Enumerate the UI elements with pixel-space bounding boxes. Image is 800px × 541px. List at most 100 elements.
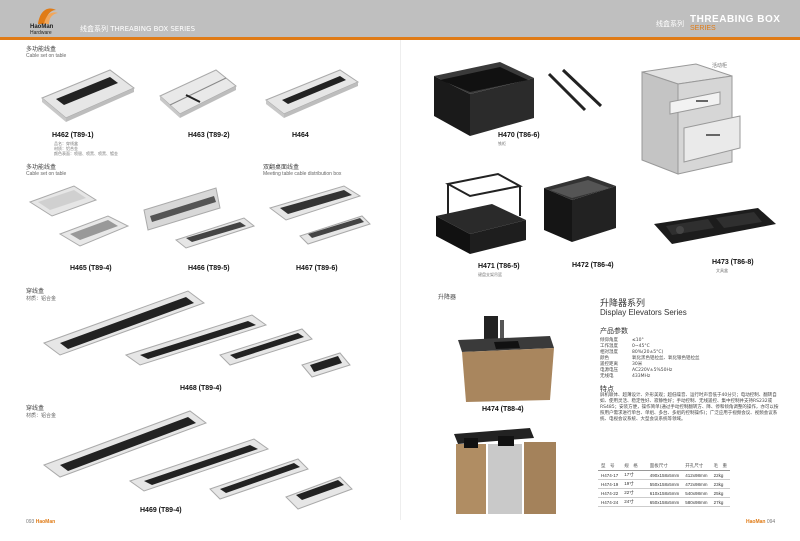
product-image-h474-group: [454, 428, 556, 514]
section-heading-5: 穿线盒 材质：铝合金: [26, 405, 56, 419]
param-row: 无线电 433MHz: [600, 374, 700, 380]
table-cell: [640, 488, 647, 498]
footer-brand: HaoMan: [35, 519, 56, 525]
table-cell: H474-22: [598, 488, 622, 498]
product-code-h468: H468 (T89-4): [180, 385, 222, 392]
param-value: ≤10°: [632, 338, 644, 343]
param-key: 相对湿度: [600, 350, 618, 355]
product-code-h472: H472 (T86-4): [572, 262, 614, 269]
table-cell: [640, 497, 647, 507]
section-heading-3: 双翻桌面线盒 Meeting table cable distribution …: [263, 164, 341, 177]
table-cell: 22kg: [710, 470, 731, 480]
product-code-h469: H469 (T89-4): [140, 507, 182, 514]
haoman-logo-icon: [38, 8, 58, 24]
elevator-title: 升降器系列: [600, 299, 646, 309]
product-code-h474: H474 (T88-4): [482, 406, 524, 413]
param-row: 相对湿度 80%(20±5°C): [600, 350, 700, 356]
param-row: 电源电压 AC220V±5%50Hz: [600, 368, 700, 374]
section-title: 穿线盒: [26, 288, 45, 295]
spec-header: 规 格: [621, 462, 641, 471]
table-row: H474-24 24寸 650x158x5mm 580x98mm 27kg: [598, 497, 731, 507]
section-subtitle: Cable set on table: [26, 171, 67, 177]
header-right-title: THREABING BOX: [690, 14, 781, 25]
param-value: AC220V±5%50Hz: [632, 368, 673, 373]
spec-header: [640, 462, 647, 471]
section-heading-6: 升降器: [438, 294, 457, 301]
section-title: 多功能线盒: [26, 164, 57, 171]
elevator-title-en: Display Elevators Series: [600, 308, 687, 317]
section-subtitle: Cable set on table: [26, 53, 67, 59]
footer-brand: HaoMan: [746, 519, 766, 525]
table-cell: 472x98mm: [682, 479, 711, 489]
features-title: 特点: [600, 385, 614, 393]
param-value: 30米: [632, 362, 643, 367]
section-heading-2: 多功能线盒 Cable set on table: [26, 164, 66, 177]
table-row: H474-17 17寸 490x158x5mm 412x98mm 22kg: [598, 470, 731, 480]
spec-header: 面板尺寸: [646, 462, 683, 471]
spec-table: 型 号 规 格 面板尺寸 开孔尺寸 毛 重 H474-17 17寸 490x15…: [598, 462, 731, 507]
table-cell: 27kg: [710, 497, 731, 507]
page-number: 094: [766, 519, 776, 525]
note-line: 材质：铝合金: [54, 146, 78, 151]
product-image-h474: [458, 316, 554, 402]
table-cell: H474-17: [598, 470, 622, 480]
table-cell: 550x158x5mm: [646, 479, 683, 489]
product-code-h463: H463 (T89-2): [188, 132, 230, 139]
param-value: 0~45°C: [632, 344, 650, 349]
param-value: 80%(20±5°C): [632, 350, 664, 355]
features-text: 屏机联体、超薄设计、外形美观；超低噪音、运行时声音低于40分贝；电动控制、翻转自…: [600, 393, 779, 422]
table-cell: [640, 470, 647, 480]
product-code-h464: H464: [292, 132, 309, 139]
product-image-h468: [42, 290, 351, 378]
param-row: 遥控距离 30米: [600, 362, 700, 368]
header-right-sub: SERIES: [690, 25, 716, 32]
param-row: 倾仰角度≤10°: [600, 338, 700, 344]
table-cell: 650x158x5mm: [646, 497, 683, 507]
table-cell: 490x158x5mm: [646, 470, 683, 480]
table-cell: 23kg: [710, 479, 731, 489]
table-cell: 25kg: [710, 488, 731, 498]
header-bar: HaoMan Hardware 线盒系列 THREABING BOX SERIE…: [0, 0, 800, 40]
product-image-h466: [143, 187, 256, 249]
table-cell: 24寸: [621, 497, 641, 507]
spec-header-row: 型 号 规 格 面板尺寸 开孔尺寸 毛 重: [598, 462, 731, 471]
param-value: 433MHz: [632, 374, 651, 379]
footer-right: HaoMan 094: [746, 519, 775, 525]
product-image-cabinet: [641, 63, 741, 175]
product-note-h470: 铁柜: [498, 141, 506, 146]
product-code-h465: H465 (T89-4): [70, 265, 112, 272]
product-code-h471: H471 (T86-5): [478, 263, 520, 270]
page-divider: [400, 40, 401, 520]
table-row: H474-19 19寸 550x158x5mm 472x98mm 23kg: [598, 479, 731, 489]
product-code-h462: H462 (T89-1): [52, 132, 94, 139]
page-number: 093: [26, 519, 35, 525]
cabinet-note: 活动柜: [712, 63, 728, 69]
table-cell: 412x98mm: [682, 470, 711, 480]
footer-left: 093 HaoMan: [26, 519, 55, 525]
product-image-h470: [434, 62, 534, 136]
table-cell: 19寸: [621, 479, 641, 489]
product-image-h465: [28, 185, 130, 247]
product-image-h467: [268, 185, 371, 245]
product-code-h473: H473 (T86-8): [712, 259, 754, 266]
section-subtitle: 材质：铝合金: [26, 413, 57, 419]
param-key: 遥控距离: [600, 362, 618, 367]
section-title: 多功能线盒: [26, 46, 57, 53]
table-cell: 17寸: [621, 470, 641, 480]
table-cell: 610x158x5mm: [646, 488, 683, 498]
header-right-cn: 线盒系列: [656, 20, 684, 28]
product-note-h471: 键盘支架吊篮: [478, 272, 502, 277]
section-heading-4: 穿线盒 材质：铝合金: [26, 288, 56, 302]
product-code-h470: H470 (T86-6): [498, 132, 540, 139]
spec-header: 型 号: [598, 462, 622, 471]
product-code-h467: H467 (T89-6): [296, 265, 338, 272]
param-key: 无线电: [600, 374, 614, 379]
param-key: 电源电压: [600, 368, 618, 373]
table-cell: H474-24: [598, 497, 622, 507]
table-cell: 580x98mm: [682, 497, 711, 507]
product-note-h473: 文具盒: [716, 268, 728, 273]
note-line: 品名：穿线盒: [54, 141, 78, 146]
spec-header: 毛 重: [710, 462, 731, 471]
